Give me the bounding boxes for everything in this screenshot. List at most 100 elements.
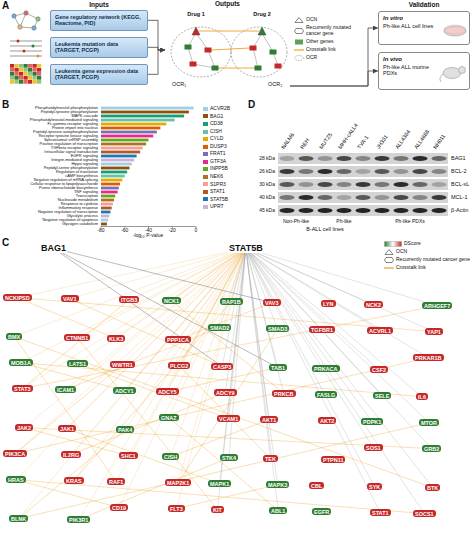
group-label: Ph-like [336,219,351,225]
node-body: Ph-like ALL cell lines [383,23,439,29]
gene-label: VAV1 [61,295,79,302]
gene-label: GRB2 [422,445,441,452]
size-label: 45 kDa [259,208,275,214]
node-title: In vivo [383,56,439,63]
legend-text: OCN [396,249,407,255]
panel-letter: A [2,0,9,12]
legend-swatch [203,175,208,179]
cell-line-label: MUTZ5 [318,132,334,151]
legend-text: CYLD [210,136,223,142]
mouse-icon [440,67,466,83]
gene-label: STK4 [220,454,238,461]
gene-label: PPP1CA [165,336,191,343]
gene-label: ITGB3 [119,296,139,303]
gene-label: NCK1 [162,297,181,304]
gene-label: CISH [162,453,179,460]
legend-text: Recurrently mutated cancer gene [306,25,354,37]
size-label: 40 kDa [259,195,275,201]
flow-arrow [148,50,165,74]
heatmap-icon [10,64,41,84]
cell-line-label: MHH-cALL4 [337,122,359,150]
gene-label: WWTR1 [110,361,135,368]
legend-swatch [203,130,208,134]
gene-label: PLCG2 [168,362,190,369]
node-title: Gene regulatory network (KEGG, Reactome,… [55,14,143,27]
gene-label: STAT1 [370,509,391,516]
gene-label: BLNK [9,515,28,522]
gene-label: PIK3CA [3,450,27,457]
legend-text: S1PR3 [210,182,226,188]
gene-label: FLT3 [168,505,185,512]
gene-label: KIT [211,506,224,513]
gene-label: VCAM1 [217,415,240,422]
gene-label: MAP2K1 [165,479,191,486]
output-panel: Outputs [165,0,290,92]
protein-label: MCL-1 [451,194,468,200]
tick-label: 0 [195,228,198,234]
legend-item: NEK6 [203,174,245,180]
panel-letter: B [2,99,9,111]
legend-swatch [203,107,208,111]
gene-label: ADCY1 [113,387,136,394]
legend-text: FRAT1 [210,151,225,157]
gene-label: AKT1 [260,416,278,423]
legend-swatch [203,182,208,186]
region-label: OCR₂ [268,81,282,87]
flow-arrow [148,20,165,50]
gene-label: RAP1B [220,298,243,305]
cell-line-label: REH [299,137,311,150]
gene-label: AKT2 [318,417,336,424]
gene-label: TGFBR1 [309,326,335,333]
gene-label: JAK2 [15,424,33,431]
cell-line-label: NH011 [432,133,447,150]
gene-label: PTPN11 [321,456,345,463]
gene-label: HRAS [6,476,26,483]
gene-label: MTOR [419,419,439,426]
gene-label: ADCY5 [156,388,179,395]
legend-item: Recurrently mutated cancer gene [384,257,470,263]
gene-label: SHC1 [119,452,138,459]
legend-swatch [203,197,208,201]
gene-label: PDPK1 [361,418,383,425]
gene-label: KRAS [64,477,84,484]
gene-label: MOB1A [9,359,33,366]
gene-label: SOS1 [364,444,383,451]
legend-text: DScore [404,241,421,247]
group-label: Non-Ph-like [283,219,309,225]
gene-label: ICAM1 [55,386,76,393]
western-blot [278,153,448,216]
gene-label: STAT3 [12,385,33,392]
legend-item: CISH [203,129,245,135]
cell-line-label: NALM6 [280,132,296,151]
gene-label: PRKACA [312,365,340,372]
legend-swatch [203,167,208,171]
gene-label: VAV3 [263,299,281,306]
gene-label: SOCS1 [413,510,436,517]
input-box: Leukemia mutation data (TARGET, PCGP) [50,37,148,58]
legend-swatch [203,114,208,118]
cell-line-label: TVA-1 [356,134,370,150]
legend-item: DScore [384,241,470,247]
legend-symbol [384,241,402,247]
group-label: Ph-like PDXs [395,219,424,225]
validation-box: In vivoPh-like ALL murine PDXs [378,52,470,90]
legend-symbol [294,55,304,61]
legend-swatch [203,190,208,194]
gene-label: PAK4 [116,426,134,433]
gene-label: EGFR [312,508,331,515]
panel-letter: D [248,99,255,111]
legend-swatch [203,152,208,156]
column-heading: Inputs [89,1,109,8]
legend-text: GTF3A [210,159,226,165]
gene-label: NCK2 [364,301,383,308]
gene-label: GNAZ [159,414,179,421]
legend-text: OCR [306,55,317,61]
node-title: Outputs [165,0,290,7]
legend-text: Crosstalk link [396,265,426,271]
legend-swatch [203,122,208,126]
node-title: Leukemia mutation data (TARGET, PCGP) [55,41,143,54]
legend-item: INPP5B [203,166,245,172]
hub-gene: BAG1 [40,243,67,253]
gene-label: RAF1 [107,478,125,485]
gene-label: TAB1 [269,364,287,371]
